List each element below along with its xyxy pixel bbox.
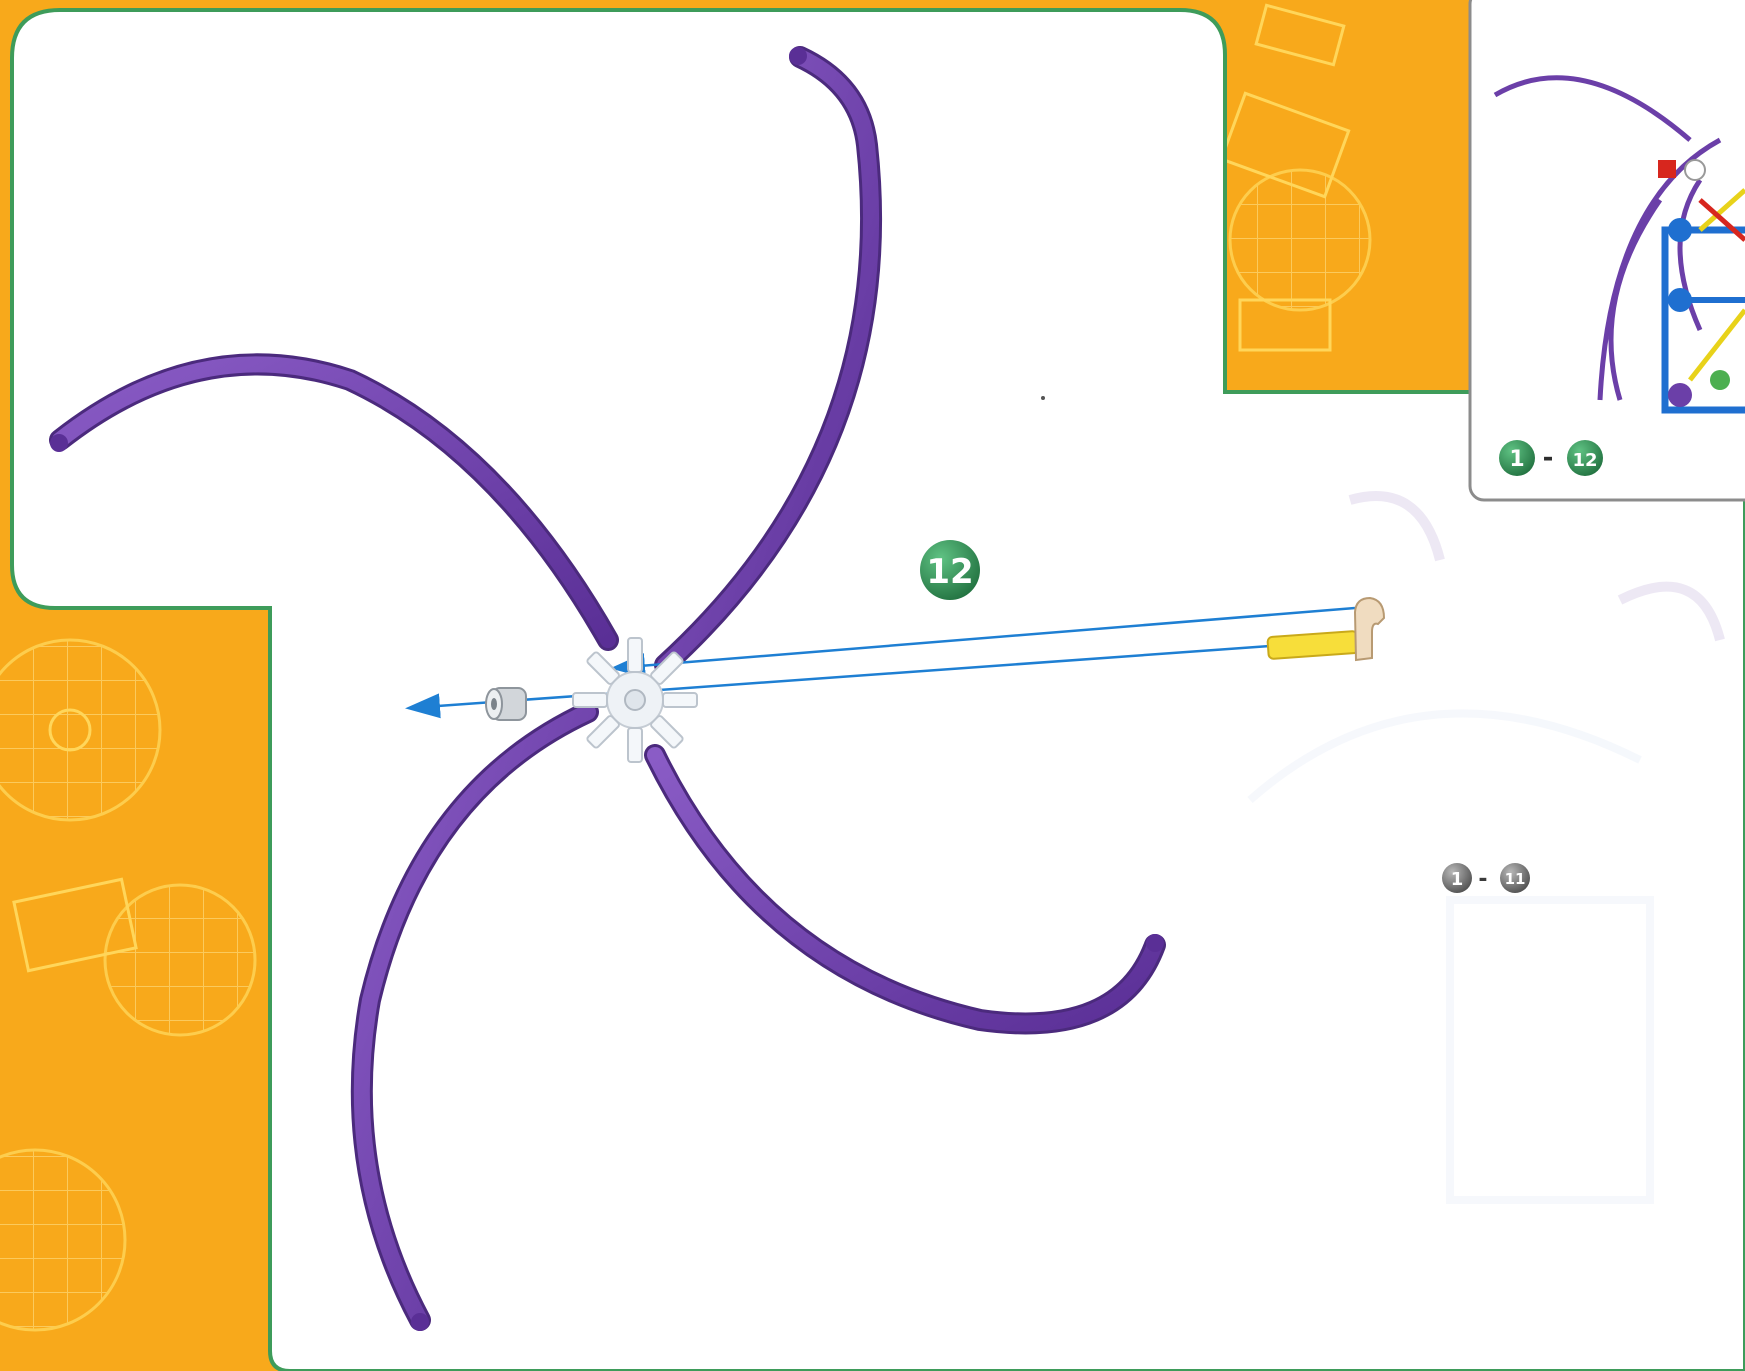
stray-dot <box>1041 396 1045 400</box>
prev-range-start-label: 1 <box>1451 869 1464 890</box>
overview-inset <box>1470 0 1745 500</box>
range-start-label: 1 <box>1509 447 1524 472</box>
range-end-label: 12 <box>1572 450 1597 471</box>
step-badge: 12 <box>920 540 980 600</box>
range-separator: - <box>1543 443 1554 473</box>
gray-spacer-icon <box>486 688 526 720</box>
step-number: 12 <box>926 552 973 592</box>
overview-range: 1 - 12 <box>1499 440 1603 476</box>
white-snowflake-connector-icon <box>573 638 697 762</box>
prev-range-separator: - <box>1478 867 1487 892</box>
previous-range: 1 - 11 <box>1442 863 1530 893</box>
prev-range-end-label: 11 <box>1505 870 1526 888</box>
